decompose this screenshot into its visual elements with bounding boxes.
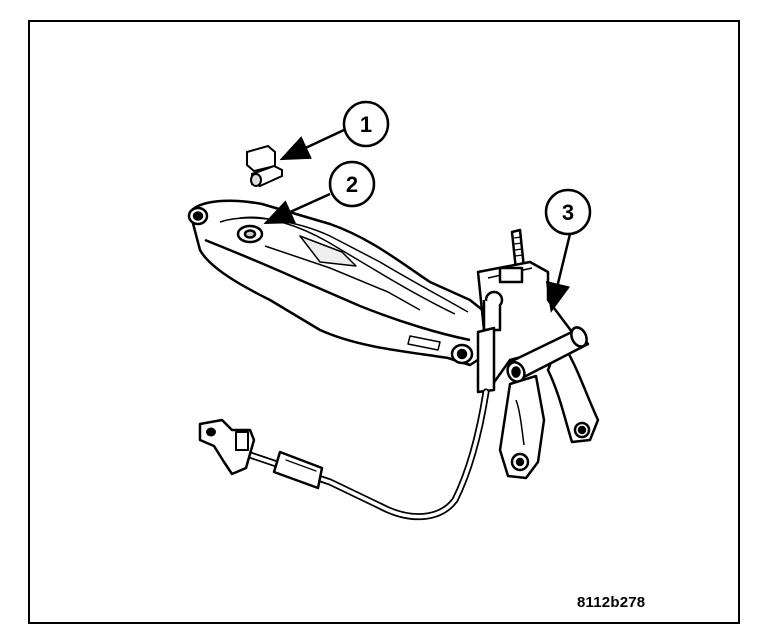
- callout-2: 2: [263, 160, 376, 225]
- callout-1: 1: [279, 100, 390, 161]
- pin-clip-part: [246, 144, 283, 188]
- callout-1-number: 1: [360, 112, 372, 137]
- shift-bracket-assembly: [476, 228, 600, 480]
- callout-3-number: 3: [562, 200, 574, 225]
- shift-lever-body: [187, 199, 497, 367]
- figure-id-label: 8112b278: [577, 594, 646, 611]
- callout-2-number: 2: [346, 172, 358, 197]
- shift-cable: [198, 388, 490, 521]
- callout-3: 3: [544, 188, 592, 313]
